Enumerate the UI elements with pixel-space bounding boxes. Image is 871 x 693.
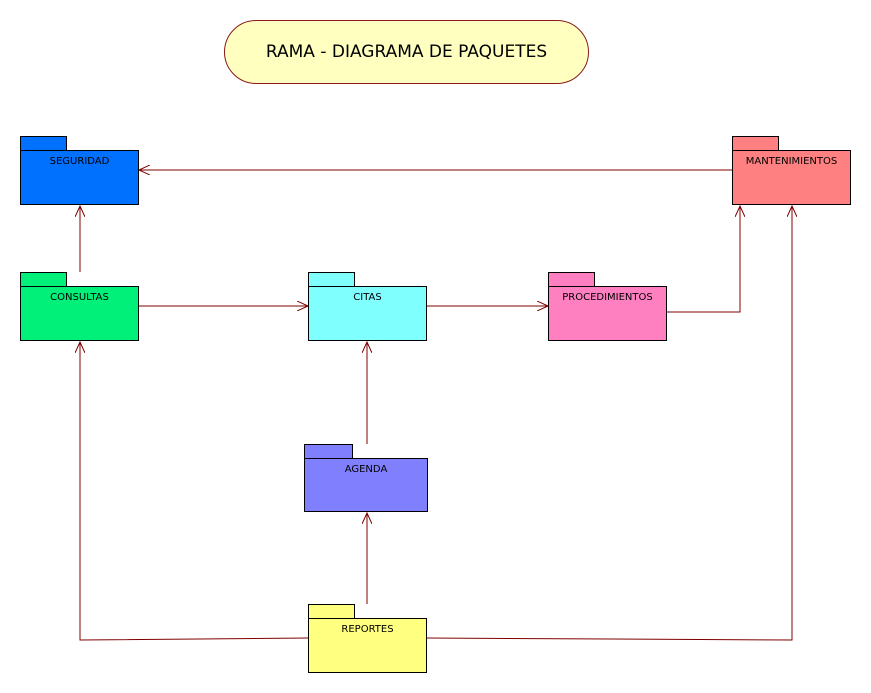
package-agenda[interactable]: AGENDA <box>304 444 428 512</box>
dependency-reportes-consultas <box>80 342 309 641</box>
package-body <box>20 286 139 341</box>
package-label-agenda: AGENDA <box>344 464 388 475</box>
package-body <box>308 286 427 341</box>
package-body <box>308 618 427 673</box>
diagram-title: RAMA - DIAGRAMA DE PAQUETES <box>224 20 589 84</box>
package-tab <box>20 272 67 287</box>
package-citas[interactable]: CITAS <box>308 272 427 341</box>
package-body <box>20 150 139 205</box>
package-mantenimientos[interactable]: MANTENIMIENTOS <box>732 136 851 205</box>
diagram-title-text: RAMA - DIAGRAMA DE PAQUETES <box>265 42 548 62</box>
package-tab <box>548 272 595 287</box>
dependency-reportes-mantenimientos <box>425 206 792 641</box>
package-label-consultas: CONSULTAS <box>50 292 109 303</box>
package-body <box>548 286 667 341</box>
package-tab <box>308 272 355 287</box>
package-procedimientos[interactable]: PROCEDIMIENTOS <box>548 272 667 341</box>
package-label-reportes: REPORTES <box>341 624 394 635</box>
package-tab <box>308 604 355 619</box>
package-tab <box>304 444 353 459</box>
package-body <box>732 150 851 205</box>
package-consultas[interactable]: CONSULTAS <box>20 272 139 341</box>
package-label-citas: CITAS <box>353 292 382 303</box>
dependency-procedimientos-mantenimientos <box>666 206 740 313</box>
package-label-mantenimientos: MANTENIMIENTOS <box>745 156 838 167</box>
package-tab <box>20 136 67 151</box>
package-reportes[interactable]: REPORTES <box>308 604 427 673</box>
package-label-procedimientos: PROCEDIMIENTOS <box>562 292 653 303</box>
package-label-seguridad: SEGURIDAD <box>49 156 110 167</box>
package-seguridad[interactable]: SEGURIDAD <box>20 136 139 205</box>
package-tab <box>732 136 779 151</box>
package-body <box>304 458 428 512</box>
